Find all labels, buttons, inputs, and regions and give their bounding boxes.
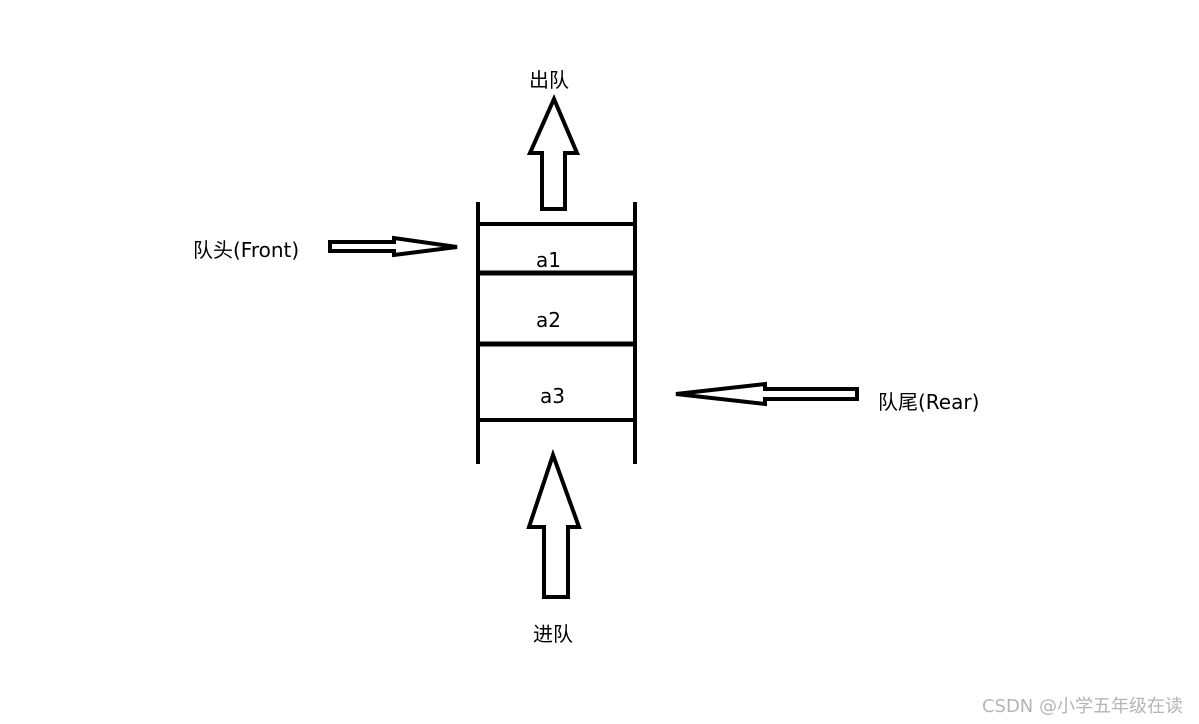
rear-arrow <box>675 381 859 407</box>
front-label: 队头(Front) <box>193 238 300 262</box>
dequeue-arrow <box>526 93 581 211</box>
queue-cell-a2: a2 <box>536 308 561 332</box>
dequeue-label: 出队 <box>529 68 569 92</box>
watermark: CSDN @小学五年级在读 <box>981 696 1183 717</box>
queue-cell-a1: a1 <box>536 248 561 272</box>
enqueue-arrow <box>526 448 582 599</box>
queue-cell-a3: a3 <box>540 384 565 408</box>
rear-label: 队尾(Rear) <box>878 390 980 414</box>
enqueue-label: 进队 <box>533 622 573 646</box>
front-arrow <box>328 235 458 258</box>
